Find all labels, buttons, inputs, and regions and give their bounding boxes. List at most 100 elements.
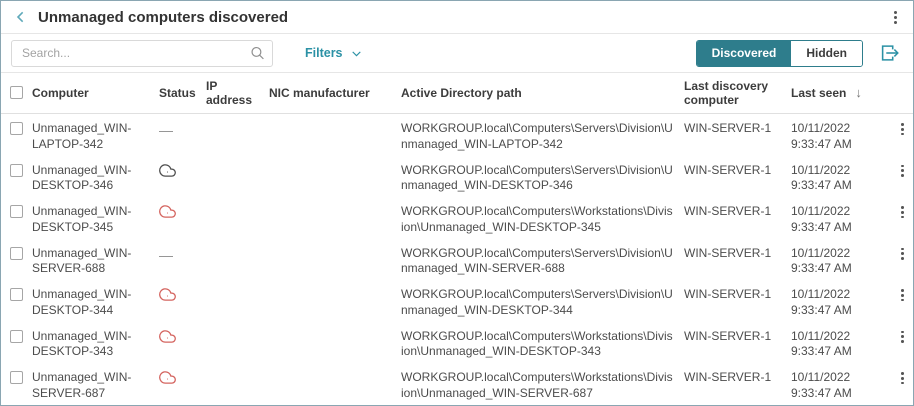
row-checkbox[interactable] — [10, 288, 23, 301]
last-seen-date: 10/11/2022 — [791, 287, 851, 301]
last-seen-time: 9:33:47 AM — [791, 344, 852, 358]
toolbar-right: Discovered Hidden — [695, 39, 903, 67]
row-menu-button[interactable] — [901, 372, 904, 385]
last-seen-time: 9:33:47 AM — [791, 178, 852, 192]
table-row[interactable]: Unmanaged_WIN-DESKTOP-345 WORKGROUP.loca… — [1, 197, 913, 239]
row-menu-button[interactable] — [901, 206, 904, 219]
row-checkbox[interactable] — [10, 329, 23, 343]
search-box — [11, 39, 273, 67]
last-seen-date: 10/11/2022 — [791, 204, 851, 218]
row-checkbox[interactable] — [10, 246, 23, 260]
table-body: Unmanaged_WIN-LAPTOP-342 WORKGROUP.local… — [1, 114, 913, 405]
column-header-ad-path[interactable]: Active Directory path — [401, 86, 522, 100]
table-row[interactable]: Unmanaged_WIN-SERVER-688 WORKGROUP.local… — [1, 239, 913, 281]
page-menu-button[interactable] — [888, 7, 903, 28]
last-seen-time: 9:33:47 AM — [791, 219, 852, 234]
filters-button[interactable]: Filters — [305, 46, 363, 60]
row-checkbox[interactable] — [10, 122, 23, 135]
status-cell — [159, 329, 206, 350]
computer-name: Unmanaged_WIN-LAPTOP-342 — [32, 121, 132, 151]
last-seen-time: 9:33:47 AM — [791, 385, 852, 400]
status-cell — [159, 246, 206, 262]
last-seen-date: 10/11/2022 — [791, 245, 851, 260]
table-row[interactable]: Unmanaged_WIN-SERVER-687 WORKGROUP.local… — [1, 363, 913, 405]
last-discovery-computer: WIN-SERVER-1 — [684, 370, 772, 384]
last-seen: 10/11/2022 9:33:47 AM — [791, 204, 898, 235]
last-seen: 10/11/2022 9:33:47 AM — [791, 121, 898, 152]
computer-name: Unmanaged_WIN-DESKTOP-343 — [32, 328, 132, 359]
cloud-status-icon — [159, 205, 176, 218]
column-header-last-seen[interactable]: Last seen ↓ — [791, 85, 862, 101]
active-directory-path: WORKGROUP.local\Computers\Workstations\D… — [401, 328, 673, 359]
column-header-ip-address[interactable]: IP address — [206, 79, 253, 107]
table-row[interactable]: Unmanaged_WIN-DESKTOP-346 WORKGROUP.loca… — [1, 156, 913, 198]
row-checkbox[interactable] — [10, 371, 23, 384]
table-row[interactable]: Unmanaged_WIN-LAPTOP-342 WORKGROUP.local… — [1, 114, 913, 156]
last-discovery-computer: WIN-SERVER-1 — [684, 162, 772, 177]
computer-name: Unmanaged_WIN-SERVER-687 — [32, 370, 132, 400]
page-title: Unmanaged computers discovered — [38, 8, 289, 26]
chevron-down-icon — [350, 47, 363, 60]
page-header: Unmanaged computers discovered — [1, 1, 913, 34]
kebab-icon — [894, 10, 897, 24]
active-directory-path: WORKGROUP.local\Computers\Workstations\D… — [401, 204, 673, 234]
last-seen-date: 10/11/2022 — [791, 328, 851, 343]
last-discovery-computer: WIN-SERVER-1 — [684, 245, 772, 260]
computer-name: Unmanaged_WIN-DESKTOP-345 — [32, 204, 132, 234]
last-seen: 10/11/2022 9:33:47 AM — [791, 370, 898, 401]
last-seen-date: 10/11/2022 — [791, 121, 851, 135]
table-row[interactable]: Unmanaged_WIN-DESKTOP-343 WORKGROUP.loca… — [1, 322, 913, 364]
filters-label: Filters — [305, 46, 343, 60]
computer-name: Unmanaged_WIN-SERVER-688 — [32, 245, 132, 276]
row-menu-button[interactable] — [901, 289, 904, 302]
status-cell — [159, 163, 206, 184]
computer-name: Unmanaged_WIN-DESKTOP-346 — [32, 162, 132, 193]
cloud-status-icon — [159, 163, 176, 177]
back-button[interactable] — [13, 9, 29, 25]
active-directory-path: WORKGROUP.local\Computers\Servers\Divisi… — [401, 245, 673, 276]
select-all-checkbox[interactable] — [10, 85, 23, 99]
last-seen-time: 9:33:47 AM — [791, 136, 852, 151]
last-seen: 10/11/2022 9:33:47 AM — [791, 163, 898, 194]
last-discovery-computer: WIN-SERVER-1 — [684, 287, 772, 301]
status-cell — [159, 204, 206, 225]
last-seen-time: 9:33:47 AM — [791, 261, 852, 275]
last-seen: 10/11/2022 9:33:47 AM — [791, 287, 898, 318]
active-directory-path: WORKGROUP.local\Computers\Servers\Divisi… — [401, 121, 673, 151]
last-seen-date: 10/11/2022 — [791, 162, 851, 177]
column-header-nic-manufacturer[interactable]: NIC manufacturer — [269, 86, 370, 100]
active-directory-path: WORKGROUP.local\Computers\Workstations\D… — [401, 370, 673, 400]
active-directory-path: WORKGROUP.local\Computers\Servers\Divisi… — [401, 162, 673, 193]
no-status-dash-icon — [159, 131, 173, 132]
sort-descending-icon: ↓ — [855, 85, 862, 100]
row-checkbox[interactable] — [10, 205, 23, 218]
table-row[interactable]: Unmanaged_WIN-DESKTOP-344 WORKGROUP.loca… — [1, 280, 913, 322]
column-header-status[interactable]: Status — [159, 86, 196, 100]
discovered-tab[interactable]: Discovered — [696, 40, 792, 66]
export-button[interactable] — [878, 42, 901, 64]
search-input[interactable] — [11, 39, 273, 67]
row-menu-button[interactable] — [901, 247, 904, 260]
hidden-tab[interactable]: Hidden — [791, 40, 862, 66]
last-seen: 10/11/2022 9:33:47 AM — [791, 329, 898, 360]
row-menu-button[interactable] — [901, 123, 904, 136]
chevron-left-icon — [16, 11, 24, 23]
search-icon[interactable] — [249, 45, 266, 62]
column-header-computer[interactable]: Computer — [32, 86, 89, 100]
status-cell — [159, 121, 206, 137]
cloud-status-icon — [159, 288, 176, 301]
computer-name: Unmanaged_WIN-DESKTOP-344 — [32, 287, 132, 317]
row-menu-button[interactable] — [901, 330, 904, 343]
column-header-last-discovery-computer[interactable]: Last discovery computer — [684, 79, 769, 107]
cloud-status-icon — [159, 371, 176, 384]
last-seen: 10/11/2022 9:33:47 AM — [791, 246, 898, 277]
no-status-dash-icon — [159, 255, 173, 257]
status-cell — [159, 287, 206, 308]
row-checkbox[interactable] — [10, 163, 23, 177]
view-toggle: Discovered Hidden — [695, 39, 863, 67]
last-seen-time: 9:33:47 AM — [791, 302, 852, 317]
last-discovery-computer: WIN-SERVER-1 — [684, 121, 772, 135]
table-header: Computer Status IP address NIC manufactu… — [1, 73, 913, 114]
row-menu-button[interactable] — [901, 164, 904, 177]
